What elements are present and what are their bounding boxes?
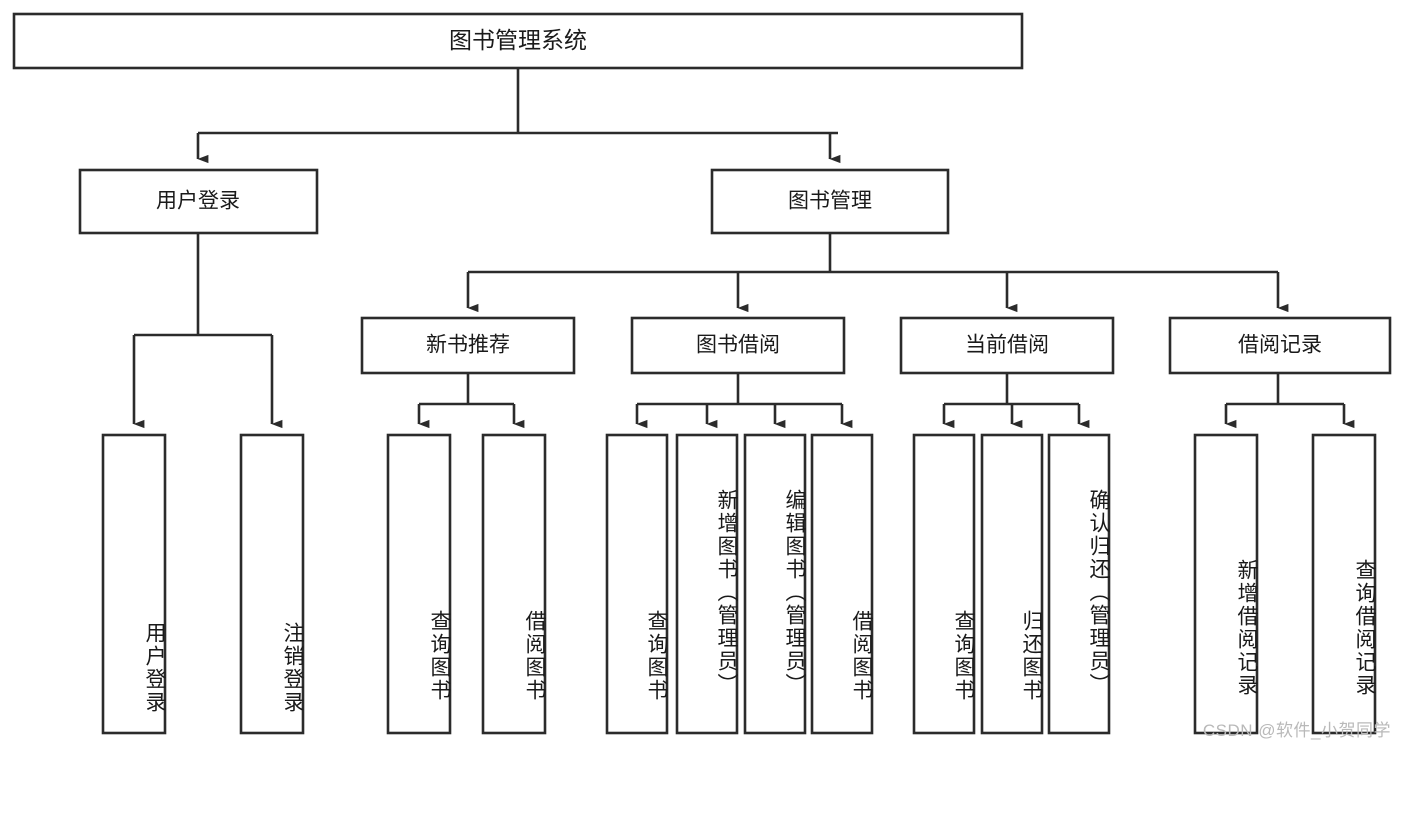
node-box-user-login[interactable] <box>78 168 319 235</box>
connectors <box>132 68 1355 429</box>
node-box-book-manage[interactable] <box>710 168 950 235</box>
node-box-leaf-query-record[interactable] <box>1311 433 1377 735</box>
node-box-leaf-logout[interactable] <box>239 433 305 735</box>
node-label-book-manage: 图书管理 <box>788 190 872 213</box>
node-box-new-book-rec[interactable] <box>360 316 576 375</box>
node-box-leaf-return-book[interactable] <box>980 433 1044 735</box>
node-box-leaf-add-book[interactable] <box>675 433 739 735</box>
node-box-leaf-user-login[interactable] <box>101 433 167 735</box>
node-box-leaf-query-book-3[interactable] <box>912 433 976 735</box>
node-label-book-borrow: 图书借阅 <box>696 334 780 357</box>
node-label-root: 图书管理系统 <box>449 27 587 53</box>
node-box-leaf-edit-book[interactable] <box>743 433 807 735</box>
node-box-current-borrow[interactable] <box>899 316 1115 375</box>
node-box-leaf-query-book-2[interactable] <box>605 433 669 735</box>
node-box-leaf-query-book-1[interactable] <box>386 433 452 735</box>
node-box-leaf-confirm-return[interactable] <box>1047 433 1111 735</box>
org-chart-svg: 图书管理系统 用户登录 图书管理 新书推荐 图书借阅 当前借阅 借阅记录 <box>12 12 1392 735</box>
node-box-leaf-add-record[interactable] <box>1193 433 1259 735</box>
nodes <box>12 12 1392 735</box>
csdn-watermark: CSDN @软件_小贺同学 <box>1202 721 1391 740</box>
node-label-user-login: 用户登录 <box>156 190 240 213</box>
node-label-new-book-rec: 新书推荐 <box>426 334 510 357</box>
node-label-current-borrow: 当前借阅 <box>965 334 1049 357</box>
horizontal-labels: 图书管理系统 用户登录 图书管理 新书推荐 图书借阅 当前借阅 借阅记录 <box>156 27 1322 356</box>
node-box-leaf-borrow-book-1[interactable] <box>481 433 547 735</box>
node-box-root[interactable] <box>12 12 1024 70</box>
node-label-borrow-record: 借阅记录 <box>1238 334 1322 357</box>
diagram-canvas: 图书管理系统 用户登录 图书管理 新书推荐 图书借阅 当前借阅 借阅记录 用户登… <box>12 12 1392 740</box>
node-box-borrow-record[interactable] <box>1168 316 1392 375</box>
node-box-book-borrow[interactable] <box>630 316 846 375</box>
node-box-leaf-borrow-book-2[interactable] <box>810 433 874 735</box>
